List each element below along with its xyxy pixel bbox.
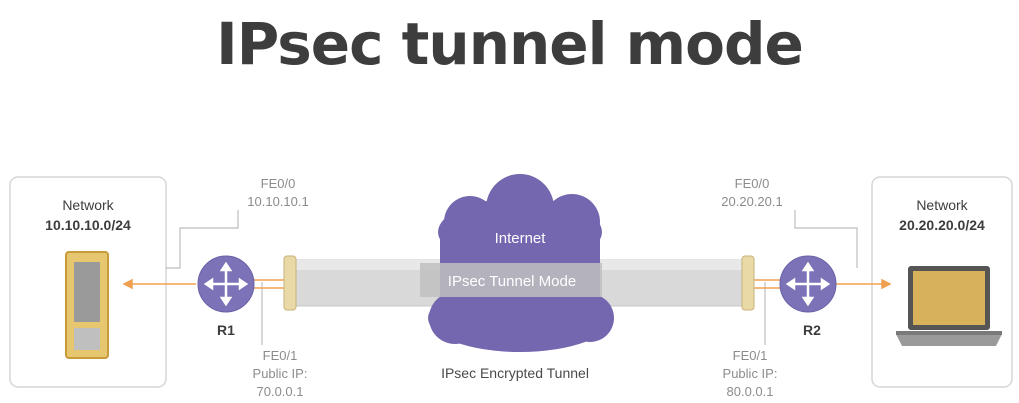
router-icon (779, 255, 837, 313)
r1-name: R1 (217, 322, 235, 338)
r2-fe00-label: FE0/0 (735, 176, 770, 191)
server-icon (65, 251, 109, 359)
r1-fe01-ip: 70.0.0.1 (257, 384, 304, 399)
r1-fe01-public: Public IP: (253, 366, 308, 381)
r2-name: R2 (803, 322, 821, 338)
left-network-subnet: 10.10.10.0/24 (45, 217, 131, 233)
r2-fe00-ip: 20.20.20.1 (721, 194, 782, 209)
r1-fe01-label: FE0/1 (263, 348, 298, 363)
r1-fe00-label: FE0/0 (261, 176, 296, 191)
tunnel-label: IPsec Tunnel Mode (448, 273, 576, 290)
r2-fe01-label: FE0/1 (733, 348, 768, 363)
r2-fe01-ip: 80.0.0.1 (727, 384, 774, 399)
r2-fe01-public: Public IP: (723, 366, 778, 381)
diagram-title: IPsec tunnel mode (216, 10, 804, 78)
encrypted-tunnel-label: IPsec Encrypted Tunnel (441, 365, 589, 381)
right-network-subnet: 20.20.20.0/24 (899, 217, 985, 233)
laptop-icon (896, 266, 1002, 346)
right-network-label: Network (916, 197, 968, 213)
tunnel-band (420, 263, 602, 297)
cloud-label: Internet (495, 230, 547, 247)
router-icon (197, 255, 255, 313)
left-network-label: Network (62, 197, 114, 213)
connector-lines (166, 210, 858, 345)
r1-fe00-ip: 10.10.10.1 (247, 194, 308, 209)
